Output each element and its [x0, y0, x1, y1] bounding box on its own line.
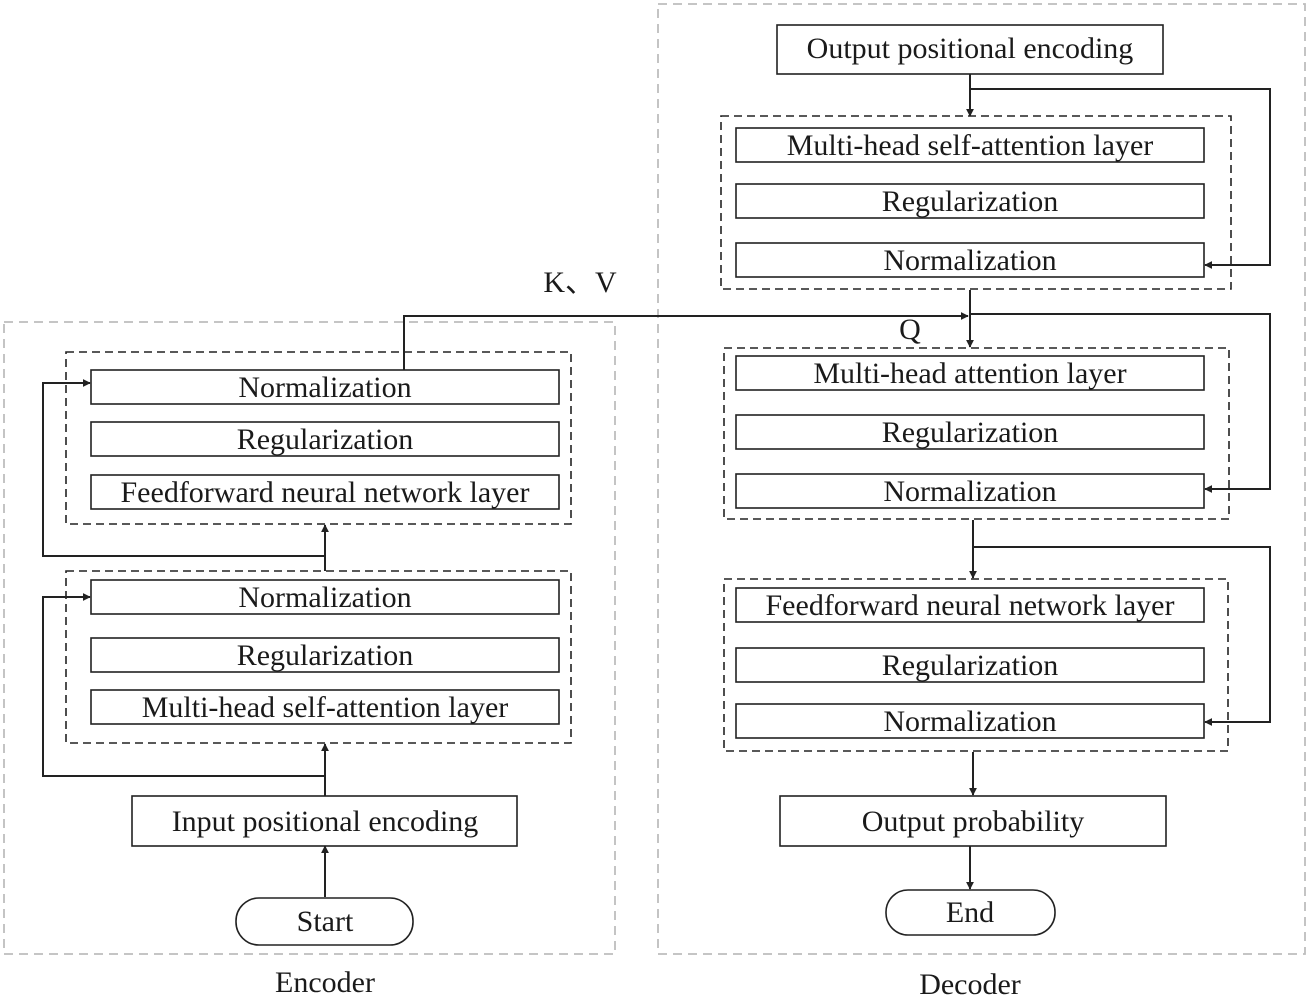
kv-label: K、V [543, 266, 617, 299]
decoder-attention-label: Multi-head attention layer [813, 357, 1126, 390]
encoder-label: Encoder [275, 966, 375, 999]
decoder-normalization-2-box [735, 473, 1205, 509]
decoder-self-attention-label: Multi-head self-attention layer [787, 129, 1154, 162]
output-probability-label: Output probability [862, 805, 1084, 838]
encoder-regularization-1-label: Regularization [237, 639, 414, 672]
decoder-attention-box [735, 355, 1205, 391]
decoder-normalization-3-box [735, 703, 1205, 739]
encoder-attention-box [90, 689, 560, 725]
output-encoding-label: Output positional encoding [807, 32, 1134, 65]
residual-decoder-1 [970, 88, 1271, 269]
decoder-feedforward-label: Feedforward neural network layer [766, 589, 1175, 622]
end-label: End [946, 896, 994, 929]
decoder-block-2 [723, 347, 1230, 520]
decoder-label: Decoder [919, 968, 1021, 999]
decoder-regularization-1-box [735, 183, 1205, 219]
encoder-attention-label: Multi-head self-attention layer [142, 691, 509, 724]
kv-connection [403, 312, 969, 370]
residual-decoder-2 [970, 313, 1271, 493]
decoder-normalization-1-box [735, 242, 1205, 278]
encoder-block-2 [65, 351, 572, 525]
encoder-frame [3, 321, 616, 955]
decoder-regularization-2-box [735, 414, 1205, 450]
start-label: Start [297, 905, 354, 938]
decoder-normalization-2-label: Normalization [883, 475, 1056, 508]
residual-encoder-1 [42, 593, 325, 777]
encoder-normalization-1-label: Normalization [238, 581, 411, 614]
decoder-regularization-3-label: Regularization [882, 649, 1059, 682]
end-terminal [885, 889, 1056, 936]
decoder-frame [657, 3, 1306, 955]
encoder-regularization-1-box [90, 637, 560, 673]
decoder-self-attention-box [735, 127, 1205, 163]
decoder-regularization-1-label: Regularization [882, 185, 1059, 218]
encoder-feedforward-box [90, 474, 560, 510]
encoder-normalization-2-label: Normalization [238, 371, 411, 404]
decoder-normalization-1-label: Normalization [883, 244, 1056, 277]
q-label: Q [899, 313, 921, 346]
input-encoding-box [131, 795, 518, 847]
decoder-block-1 [720, 115, 1232, 290]
encoder-block-1 [65, 570, 572, 744]
decoder-feedforward-box [735, 587, 1205, 623]
residual-encoder-2 [42, 379, 325, 557]
encoder-regularization-2-box [90, 421, 560, 457]
encoder-normalization-2-box [90, 369, 560, 405]
output-probability-box [779, 795, 1167, 847]
input-encoding-label: Input positional encoding [172, 805, 479, 838]
decoder-regularization-3-box [735, 647, 1205, 683]
decoder-block-3 [723, 578, 1229, 752]
encoder-normalization-1-box [90, 579, 560, 615]
encoder-feedforward-label: Feedforward neural network layer [121, 476, 530, 509]
decoder-normalization-3-label: Normalization [883, 705, 1056, 738]
decoder-regularization-2-label: Regularization [882, 416, 1059, 449]
residual-decoder-3 [973, 546, 1271, 726]
encoder-regularization-2-label: Regularization [237, 423, 414, 456]
start-terminal [235, 897, 414, 946]
